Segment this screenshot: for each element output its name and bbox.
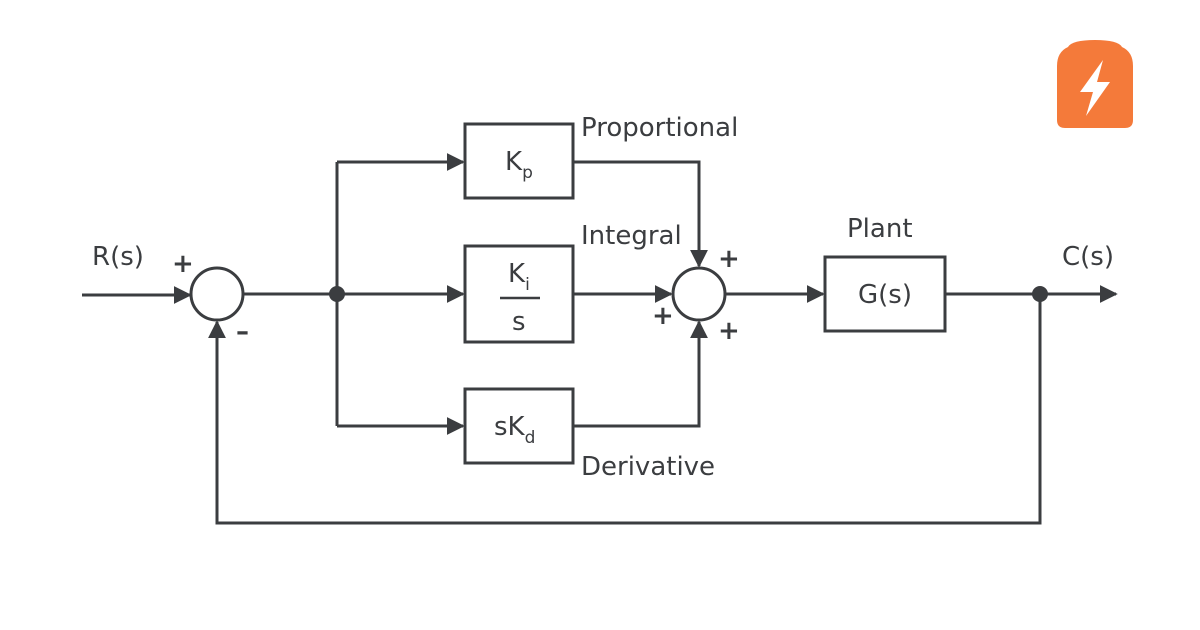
integral-title: Integral	[581, 221, 682, 251]
plant-title: Plant	[847, 214, 913, 244]
controller-summing-junction	[671, 266, 727, 322]
error-summing-junction	[189, 266, 245, 322]
error-summer-plus-sign: +	[172, 249, 194, 279]
error-summer-minus-sign: –	[236, 317, 249, 347]
controller-summer-top-sign: +	[718, 244, 740, 274]
derivative-title: Derivative	[581, 452, 715, 482]
proportional-output-line	[573, 160, 708, 268]
proportional-gain: Kp	[505, 147, 533, 183]
derivative-output-line	[573, 320, 708, 428]
controller-summer-bottom-sign: +	[718, 316, 740, 346]
bolt-badge-icon	[1057, 40, 1133, 128]
controller-summer-left-sign: +	[652, 301, 674, 331]
input-signal-label: R(s)	[92, 242, 144, 272]
output-signal-label: C(s)	[1062, 242, 1114, 272]
integral-gain: Ki	[508, 259, 530, 295]
feedback-line	[208, 294, 1042, 525]
derivative-gain: sKd	[494, 412, 535, 448]
integral-denominator: s	[512, 307, 526, 337]
proportional-title: Proportional	[581, 113, 738, 143]
plant-block	[823, 255, 947, 333]
plant-transfer-function: G(s)	[858, 280, 912, 310]
